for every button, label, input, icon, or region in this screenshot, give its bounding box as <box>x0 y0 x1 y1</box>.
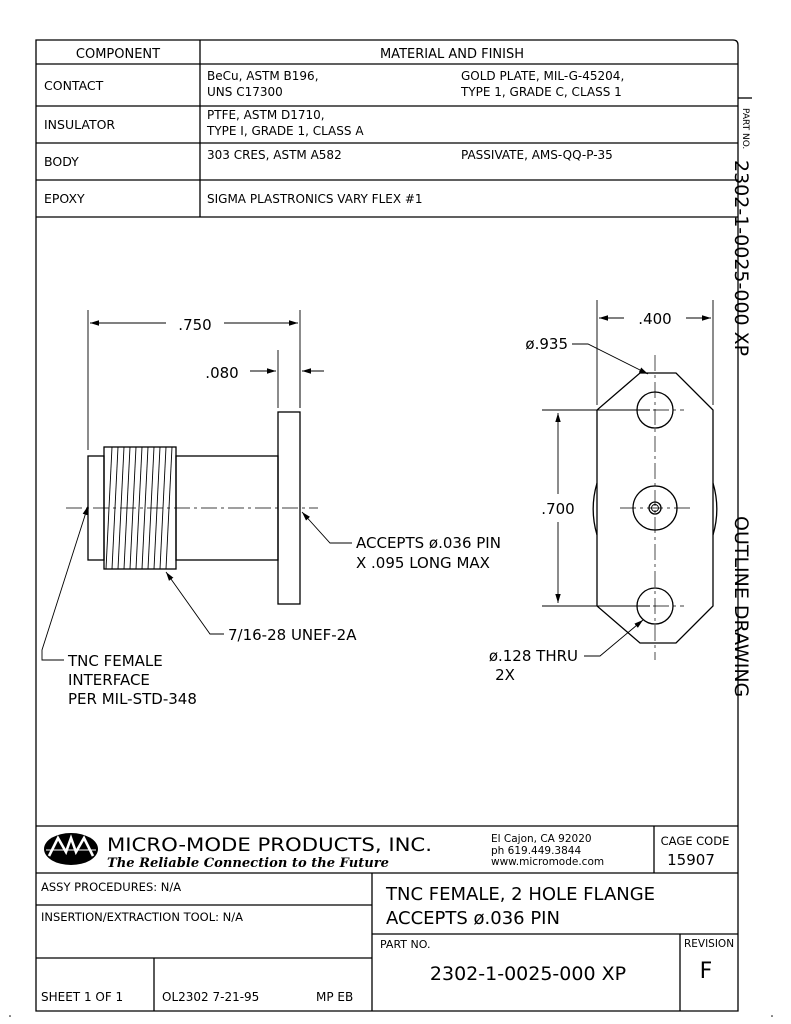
company-address: El Cajon, CA 92020 <box>491 833 592 845</box>
company-name: MICRO-MODE PRODUCTS, INC. <box>107 834 432 856</box>
drawing-title-line-1: TNC FEMALE, 2 HOLE FLANGE <box>385 884 655 905</box>
side-strip: PART NO. 2302-1-0025-000 XP OUTLINE DRAW… <box>730 97 752 697</box>
center-insulator <box>632 485 678 531</box>
company-website: www.micromode.com <box>491 856 604 868</box>
insertion-tool: INSERTION/EXTRACTION TOOL: N/A <box>41 910 243 924</box>
part-no-label: PART NO. <box>380 938 430 951</box>
connector-side-view <box>66 411 318 605</box>
thread-lines <box>105 446 173 570</box>
part-number: 2302-1-0025-000 XP <box>430 963 626 985</box>
interface-note-line-1: TNC FEMALE <box>67 652 163 670</box>
row-material: UNS C17300 <box>207 85 283 99</box>
dim-overall-length: .750 <box>178 316 211 334</box>
row-finish: GOLD PLATE, MIL-G-45204, <box>461 69 624 83</box>
dim-flange-width: .400 <box>638 310 671 328</box>
row-component: BODY <box>44 154 79 169</box>
side-view-dimensions: .750 .080 ACCEPTS ø.036 PIN X .095 LONG … <box>41 310 501 708</box>
company-phone: ph 619.449.3844 <box>491 845 581 857</box>
interface-note-line-3: PER MIL-STD-348 <box>68 690 197 708</box>
row-material: PTFE, ASTM D1710, <box>207 108 325 122</box>
hole-callout-line-1: ø.128 THRU <box>489 647 578 665</box>
row-component: CONTACT <box>44 78 104 93</box>
row-material: 303 CRES, ASTM A582 <box>207 148 342 162</box>
row-finish: TYPE 1, GRADE C, CLASS 1 <box>460 85 622 99</box>
assy-procedures: ASSY PROCEDURES: N/A <box>41 880 181 894</box>
dim-hole-spacing: .700 <box>541 500 574 518</box>
thread-spec: 7/16-28 UNEF-2A <box>228 626 357 644</box>
drawing-reference: OL2302 7-21-95 <box>162 990 259 1004</box>
drawn-by: MP EB <box>316 990 353 1004</box>
side-part-no-label: PART NO. <box>740 108 750 149</box>
cage-code-label: CAGE CODE <box>661 834 730 848</box>
company-tagline: The Reliable Connection to the Future <box>107 856 389 871</box>
dim-flange-thickness: .080 <box>205 364 238 382</box>
materials-table: COMPONENT MATERIAL AND FINISH CONTACT Be… <box>36 40 738 218</box>
row-material: BeCu, ASTM B196, <box>207 69 319 83</box>
row-component: EPOXY <box>44 191 85 206</box>
header-material-finish: MATERIAL AND FINISH <box>380 47 524 62</box>
company-logo <box>44 833 98 865</box>
row-material: TYPE I, GRADE 1, CLASS A <box>206 124 364 138</box>
dim-flange-diameter: ø.935 <box>525 335 568 353</box>
side-title: OUTLINE DRAWING <box>730 516 752 697</box>
revision-letter: F <box>700 959 713 984</box>
sheet-frame <box>35 39 739 1012</box>
pin-note-line-2: X .095 LONG MAX <box>356 554 490 572</box>
revision-label: REVISION <box>684 938 734 950</box>
drawing-title-line-2: ACCEPTS ø.036 PIN <box>386 908 560 929</box>
header-component: COMPONENT <box>76 47 160 62</box>
row-finish: PASSIVATE, AMS-QQ-P-35 <box>461 148 613 162</box>
front-view-dimensions: .400 ø.935 .700 ø.128 THRU 2X <box>489 300 714 684</box>
center-contact <box>648 501 662 515</box>
row-material: SIGMA PLASTRONICS VARY FLEX #1 <box>207 192 423 206</box>
hole-callout-line-2: 2X <box>495 666 515 684</box>
cage-code: 15907 <box>667 851 715 869</box>
row-component: INSULATOR <box>44 117 115 132</box>
title-block: MICRO-MODE PRODUCTS, INC. The Reliable C… <box>36 825 738 1011</box>
sheet-number: SHEET 1 OF 1 <box>41 990 123 1004</box>
interface-note-line-2: INTERFACE <box>68 671 150 689</box>
side-part-number: 2302-1-0025-000 XP <box>730 160 752 356</box>
connector-front-view <box>592 355 718 660</box>
pin-note-line-1: ACCEPTS ø.036 PIN <box>356 534 501 552</box>
